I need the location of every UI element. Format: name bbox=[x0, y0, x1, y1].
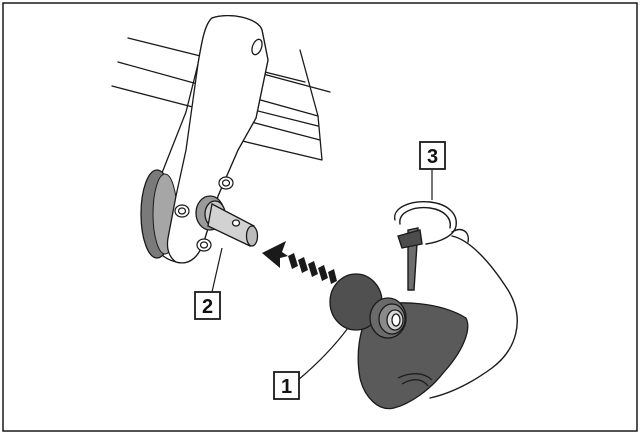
callout-1-label: 1 bbox=[281, 376, 292, 398]
cap-plug bbox=[329, 273, 469, 410]
plate-slot-hole bbox=[251, 38, 263, 56]
callout-3-label: 3 bbox=[427, 146, 438, 168]
callout-2: 2 bbox=[194, 291, 221, 320]
screws bbox=[174, 176, 234, 252]
callout-1: 1 bbox=[273, 371, 300, 400]
leader-line-2 bbox=[211, 247, 223, 293]
callout-2-label: 2 bbox=[202, 296, 213, 318]
bracket-plate bbox=[166, 15, 269, 264]
mounting-pin bbox=[195, 195, 259, 247]
screw-bottom bbox=[196, 238, 212, 252]
leader-lines bbox=[211, 168, 433, 381]
linch-pin bbox=[394, 201, 518, 399]
screw-top bbox=[218, 176, 234, 190]
callout-3: 3 bbox=[419, 141, 446, 170]
leader-line-1 bbox=[297, 327, 349, 381]
insertion-arrow bbox=[262, 241, 337, 284]
screw-left bbox=[174, 204, 190, 218]
